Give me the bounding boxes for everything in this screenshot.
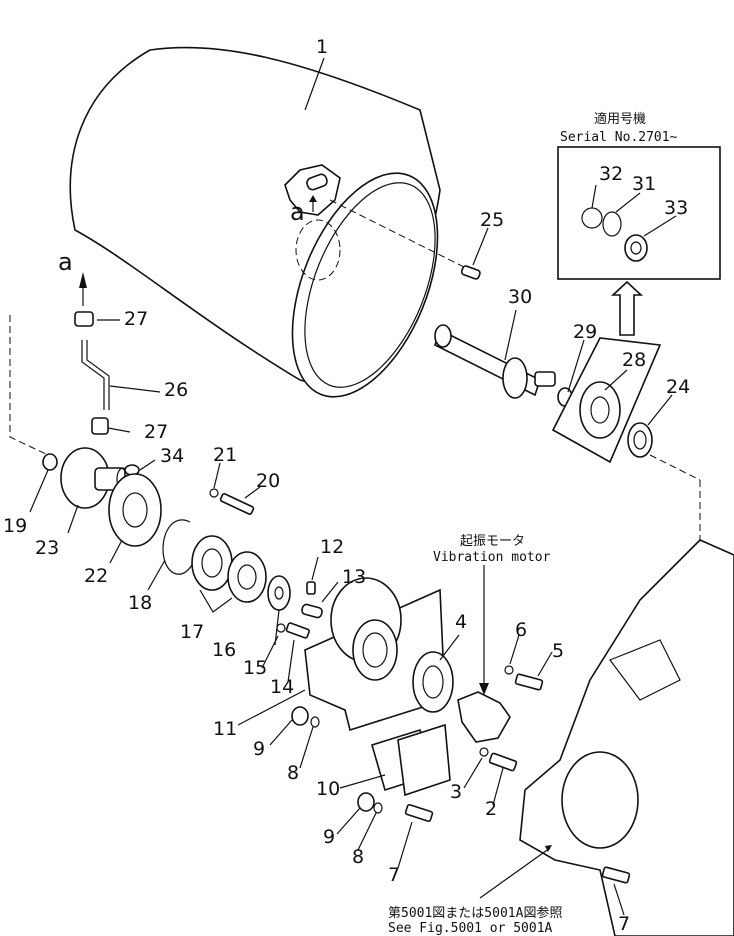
vibration-motor-jp: 起振モータ <box>460 534 525 549</box>
leader-lines <box>29 57 677 916</box>
label-32: 32 <box>599 163 623 185</box>
shaft-30 <box>434 324 556 399</box>
bracket-plate-11 <box>304 577 446 732</box>
label-11: 11 <box>213 718 237 740</box>
label-17: 17 <box>180 621 204 643</box>
label-22: 22 <box>84 565 108 587</box>
bracket-10 <box>371 723 451 797</box>
dash-leader-right <box>649 454 701 481</box>
label-20: 20 <box>256 470 280 492</box>
label-24: 24 <box>666 376 690 398</box>
label-29: 29 <box>573 321 597 343</box>
seal-19 <box>42 453 58 471</box>
snap-ring-18 <box>162 519 193 575</box>
label-10: 10 <box>316 778 340 800</box>
bolt-20 <box>209 488 255 515</box>
label-18: 18 <box>128 592 152 614</box>
marker-a-drum: a <box>290 198 305 226</box>
label-6: 6 <box>515 619 527 641</box>
label-9-lower: 9 <box>323 826 335 848</box>
label-21: 21 <box>213 444 237 466</box>
label-25: 25 <box>480 209 504 231</box>
label-27-lower: 27 <box>144 421 168 443</box>
label-26: 26 <box>164 379 188 401</box>
marker-a-top: a <box>58 248 73 276</box>
bearings-17 <box>191 535 267 613</box>
serial-number: Serial No.2701~ <box>560 130 678 145</box>
vibration-motor <box>457 565 511 743</box>
flange-4 <box>412 651 454 713</box>
frame <box>519 539 734 936</box>
bolt-5-washer-6 <box>504 665 544 691</box>
gasket-22 <box>108 473 162 547</box>
label-23: 23 <box>35 537 59 559</box>
label-31: 31 <box>632 173 656 195</box>
label-9-upper: 9 <box>253 738 265 760</box>
footer-ref-en: See Fig.5001 or 5001A <box>388 921 553 936</box>
nut-9-washer-8-lower-bolt-7 <box>357 792 434 823</box>
pin-13 <box>301 603 323 619</box>
spacer-16 <box>267 575 291 611</box>
drum <box>69 46 471 398</box>
serial-title-jp: 適用号機 <box>594 111 646 127</box>
grease-line-assembly <box>9 272 110 456</box>
grease-nipple-25 <box>460 265 481 280</box>
label-2: 2 <box>485 798 497 820</box>
label-1: 1 <box>316 36 328 58</box>
label-34: 34 <box>160 445 184 467</box>
label-8-lower: 8 <box>352 846 364 868</box>
label-15: 15 <box>243 657 267 679</box>
label-7-frame: 7 <box>618 913 630 935</box>
label-33: 33 <box>664 197 688 219</box>
flange-28 <box>551 337 662 464</box>
serial-box <box>557 146 721 336</box>
label-27-top: 27 <box>124 308 148 330</box>
label-7-lower: 7 <box>388 864 400 886</box>
label-13: 13 <box>342 566 366 588</box>
label-4: 4 <box>455 611 467 633</box>
label-28: 28 <box>622 349 646 371</box>
pin-12 <box>306 581 316 595</box>
bolt-7-frame <box>601 866 631 884</box>
nut-9-washer-8-upper <box>291 706 320 728</box>
label-8-upper: 8 <box>287 762 299 784</box>
label-3: 3 <box>450 781 462 803</box>
label-19: 19 <box>3 515 27 537</box>
label-14: 14 <box>270 676 294 698</box>
footer-ref-jp: 第5001図または5001A図参照 <box>388 905 562 921</box>
label-5: 5 <box>552 640 564 662</box>
label-30: 30 <box>508 286 532 308</box>
bolt-14-washer-15 <box>276 622 310 639</box>
label-12: 12 <box>320 536 344 558</box>
vibration-motor-en: Vibration motor <box>433 550 551 565</box>
bearing-24 <box>627 422 653 458</box>
label-16: 16 <box>212 639 236 661</box>
bolt-2-washer-3 <box>479 747 518 772</box>
